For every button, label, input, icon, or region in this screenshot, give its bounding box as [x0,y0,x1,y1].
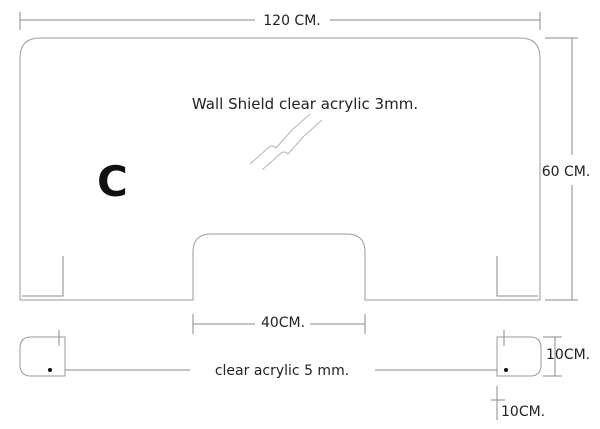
right-foot-hole [504,368,508,372]
panel-label: Wall Shield clear acrylic 3mm. [192,95,418,113]
foot-depth-dimension: 10CM. [491,386,545,420]
acrylic-panel-outline [19,37,541,301]
width-label: 120 CM. [263,13,320,29]
width-dimension: 120 CM. [19,12,541,30]
glare-marks [249,113,323,171]
left-foot-hole [48,368,52,372]
foot-height-dimension: 10CM. [543,336,590,377]
variant-letter: C [97,157,128,206]
left-foot-slot [22,256,64,297]
height-label: 60 CM. [542,164,591,180]
cutout-label: 40CM. [261,315,305,331]
base-feet: clear acrylic 5 mm. [19,330,542,379]
height-dimension: 60 CM. [542,37,591,301]
cutout-dimension: 40CM. [192,314,366,334]
foot-depth-label: 10CM. [501,404,545,420]
right-foot [496,336,542,377]
base-label: clear acrylic 5 mm. [215,363,349,379]
right-foot-slot [496,256,538,297]
foot-height-label: 10CM. [546,347,590,363]
left-foot [19,336,66,377]
